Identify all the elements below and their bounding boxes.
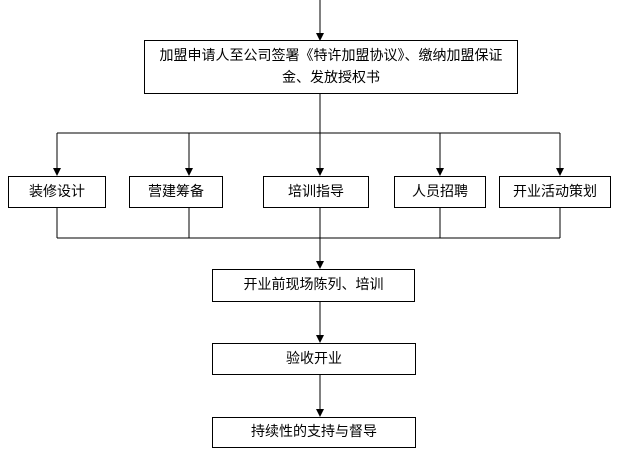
onsite-display-training-box: 开业前现场陈列、培训 [212, 269, 415, 302]
ongoing-support-box: 持续性的支持与督导 [212, 417, 416, 448]
branch-box-training: 培训指导 [263, 176, 369, 208]
branch-box-decoration: 装修设计 [8, 176, 106, 208]
branch-box-construction: 营建筹备 [129, 176, 223, 208]
top-box-sign-agreement: 加盟申请人至公司签署《特许加盟协议》、缴纳加盟保证金、发放授权书 [144, 40, 518, 94]
branch-box-opening-plan: 开业活动策划 [499, 176, 611, 208]
acceptance-opening-box: 验收开业 [212, 343, 416, 375]
branch-box-recruit: 人员招聘 [394, 176, 486, 208]
